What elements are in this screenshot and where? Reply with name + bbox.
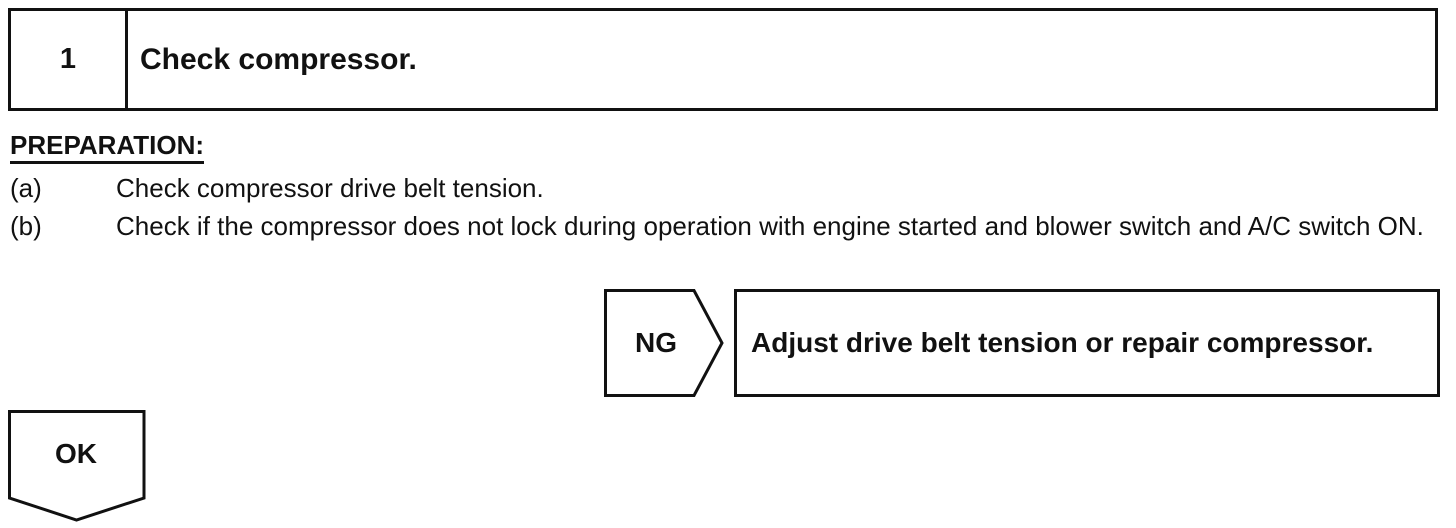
ng-result-box: NG	[604, 289, 724, 397]
step-title: Check compressor.	[140, 42, 417, 76]
preparation-heading: PREPARATION:	[10, 130, 205, 164]
step-header: 1 Check compressor.	[8, 8, 1438, 111]
preparation-list: (a) Check compressor drive belt tension.…	[10, 170, 1450, 246]
step-number: 1	[11, 11, 128, 108]
list-item-text: Check if the compressor does not lock du…	[116, 211, 1424, 241]
list-item: (b) Check if the compressor does not loc…	[10, 208, 1450, 244]
ok-arrow-shape	[8, 410, 146, 522]
ng-label: NG	[635, 327, 677, 358]
list-item: (a) Check compressor drive belt tension.	[10, 170, 1450, 206]
ok-label: OK	[55, 438, 97, 469]
ng-arrow-shape	[604, 289, 724, 397]
list-item-marker: (a)	[10, 173, 42, 203]
ng-action-box: Adjust drive belt tension or repair comp…	[734, 289, 1440, 397]
list-item-marker: (b)	[10, 211, 42, 241]
list-item-text: Check compressor drive belt tension.	[116, 173, 544, 203]
ok-result-box: OK	[8, 410, 148, 522]
